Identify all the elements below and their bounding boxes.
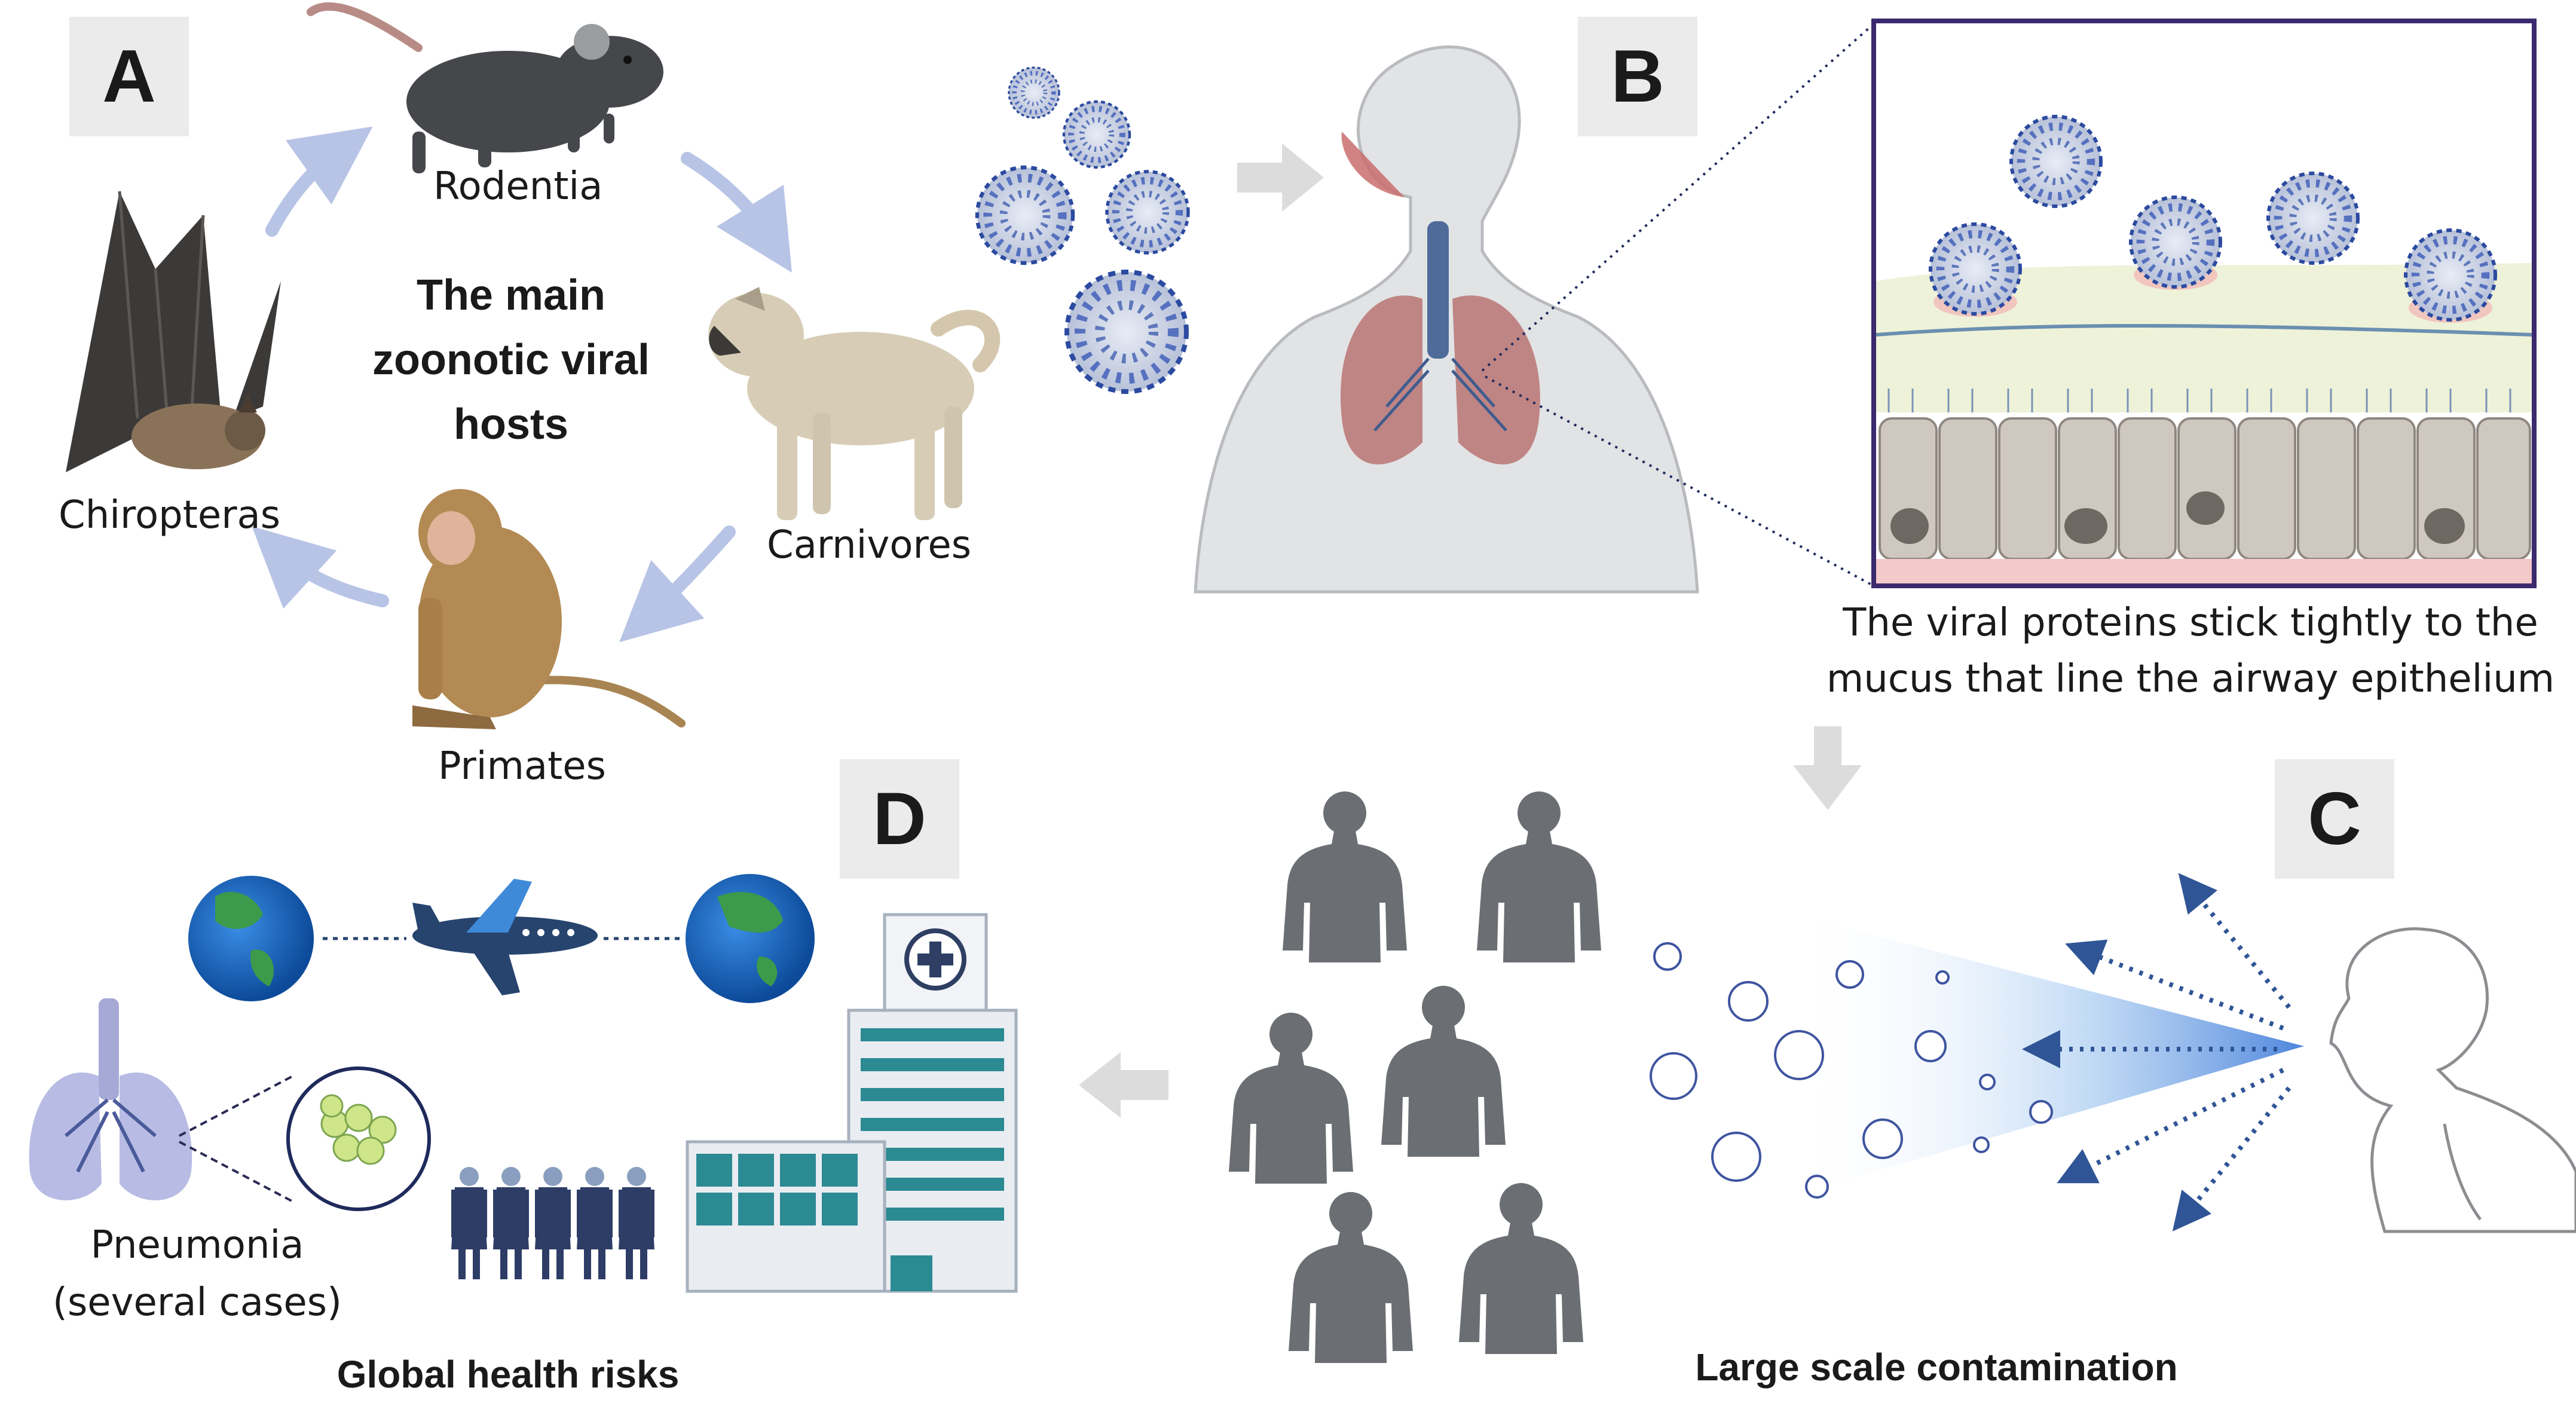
rat-illustration [307,2,663,173]
label-pneumonia: Pneumonia (several cases) [24,1217,371,1331]
inhale-arrow [1237,143,1324,212]
panel-label-b: B [1578,17,1697,136]
label-carnivores: Carnivores [767,523,972,567]
panel-d-caption: Global health risks [336,1353,680,1396]
panel-a-cycle-arrows [252,126,792,643]
panel-a-title-line-3: hosts [453,401,569,448]
panel-label-d: D [840,759,959,879]
globe-left [188,876,314,1001]
hospital-building [686,913,1018,1293]
airborne-viruses [977,68,1188,392]
label-pneumonia-line-2: (several cases) [52,1280,342,1325]
label-chiropteras: Chiropteras [59,493,281,537]
alveoli-zoom [179,1066,431,1211]
panel-b-caption-line-1: The viral proteins stick tightly to the [1843,601,2538,645]
label-rodentia: Rodentia [433,164,603,209]
panel-label-a: A [69,17,189,136]
medical-staff-group [451,1167,654,1279]
left-arrow [1079,1052,1168,1118]
panel-a-title: The main zoonotic viral hosts [341,263,681,457]
panel-a-title-line-2: zoonotic viral [372,336,650,384]
panel-a-title-line-1: The main [416,271,606,319]
human-torso-illustration [1194,45,1699,594]
airway-epithelium-closeup [1871,19,2537,588]
label-primates: Primates [438,744,606,788]
panel-b-caption: The viral proteins stick tightly to the … [1811,595,2570,707]
panel-c-caption: Large scale contamination [1695,1346,2178,1389]
lungs-illustration [29,998,192,1200]
spray-direction-arrows [2022,873,2292,1231]
coughing-person-illustration [2329,927,2576,1233]
airplane-icon [412,879,598,995]
down-arrow [1793,726,1862,810]
monkey-illustration [412,489,686,729]
travel-route [188,874,815,1003]
crowd-silhouettes [1229,791,1601,1363]
zoom-lines [1481,23,1875,587]
dog-illustration [708,287,1001,520]
label-pneumonia-line-1: Pneumonia [90,1223,304,1267]
bat-illustration [66,191,281,472]
droplets [1650,942,2053,1199]
panel-label-c: C [2275,759,2394,879]
panel-b-caption-line-2: mucus that line the airway epithelium [1826,657,2555,701]
globe-right [686,874,815,1003]
